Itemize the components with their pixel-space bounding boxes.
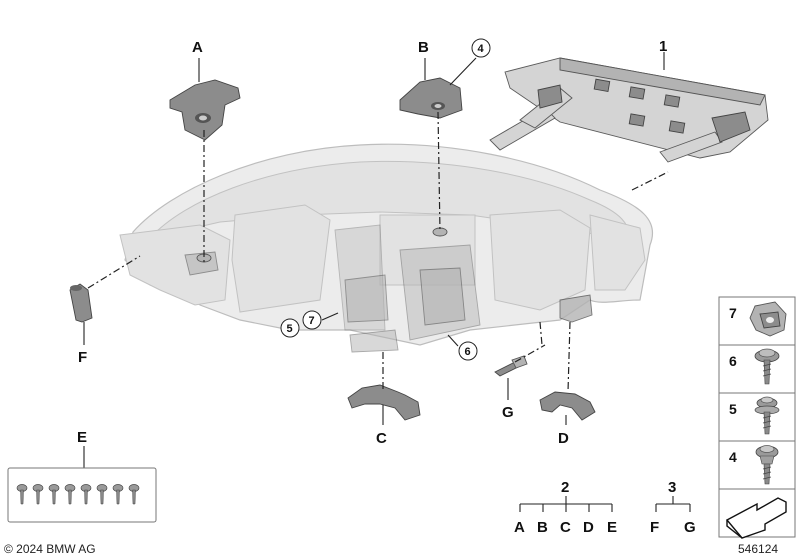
label-part-2: 2	[561, 479, 569, 496]
label-A: A	[192, 39, 203, 56]
small-screw-icon	[48, 484, 60, 505]
bolt-set-E	[7, 467, 157, 523]
legend-number-7: 7	[729, 305, 737, 321]
circle-label-6: 6	[465, 346, 471, 358]
small-screw-icon	[32, 484, 44, 505]
label-B: B	[418, 39, 429, 56]
connector-F	[69, 283, 93, 323]
part-G	[494, 355, 528, 377]
tree3-G: G	[684, 519, 696, 536]
diagram-number: 546124	[738, 542, 778, 556]
copyright-text: © 2024 BMW AG	[4, 542, 96, 556]
clip-nut-icon	[749, 301, 787, 337]
tree2-D: D	[583, 519, 594, 536]
small-screw-icon	[16, 484, 28, 505]
small-screw-icon	[112, 484, 124, 505]
bracket-C	[347, 384, 421, 421]
label-E: E	[77, 429, 87, 446]
tree2-E: E	[607, 519, 617, 536]
bracket-A	[169, 79, 241, 141]
direction-arrow-icon	[725, 497, 787, 539]
legend-number-6: 6	[729, 353, 737, 369]
label-part-1: 1	[659, 38, 667, 55]
flange-screw-icon	[754, 348, 780, 385]
set-tree-2: 2 A B C D E	[514, 479, 617, 536]
label-F: F	[78, 349, 87, 366]
circle-label-4: 4	[478, 43, 485, 55]
bracket-part-1	[489, 57, 769, 163]
small-screw-icon	[96, 484, 108, 505]
tree2-A: A	[514, 519, 525, 536]
circle-label-7: 7	[309, 315, 315, 327]
tree2-C: C	[560, 519, 571, 536]
tree2-B: B	[537, 519, 548, 536]
washer-screw-icon	[754, 396, 780, 435]
leader-lines	[83, 52, 669, 468]
small-screw-icon	[128, 484, 140, 505]
legend-number-5: 5	[729, 401, 737, 417]
tree3-F: F	[650, 519, 659, 536]
label-part-3: 3	[668, 479, 676, 496]
callout-labels: 1 A B F E C D G 4 5 7 6	[77, 38, 667, 447]
label-C: C	[376, 430, 387, 447]
bracket-B	[399, 77, 463, 119]
circle-label-5: 5	[287, 323, 293, 335]
collar-screw-icon	[755, 445, 779, 485]
legend-number-4: 4	[729, 449, 737, 465]
small-screw-icon	[80, 484, 92, 505]
label-G: G	[502, 404, 514, 421]
set-tree-3: 3 F G	[650, 479, 696, 536]
small-screw-icon	[64, 484, 76, 505]
fastener-legend: 7 6 5 4	[718, 296, 796, 539]
headlight-housing	[119, 143, 654, 353]
label-D: D	[558, 430, 569, 447]
bracket-D	[539, 391, 596, 421]
